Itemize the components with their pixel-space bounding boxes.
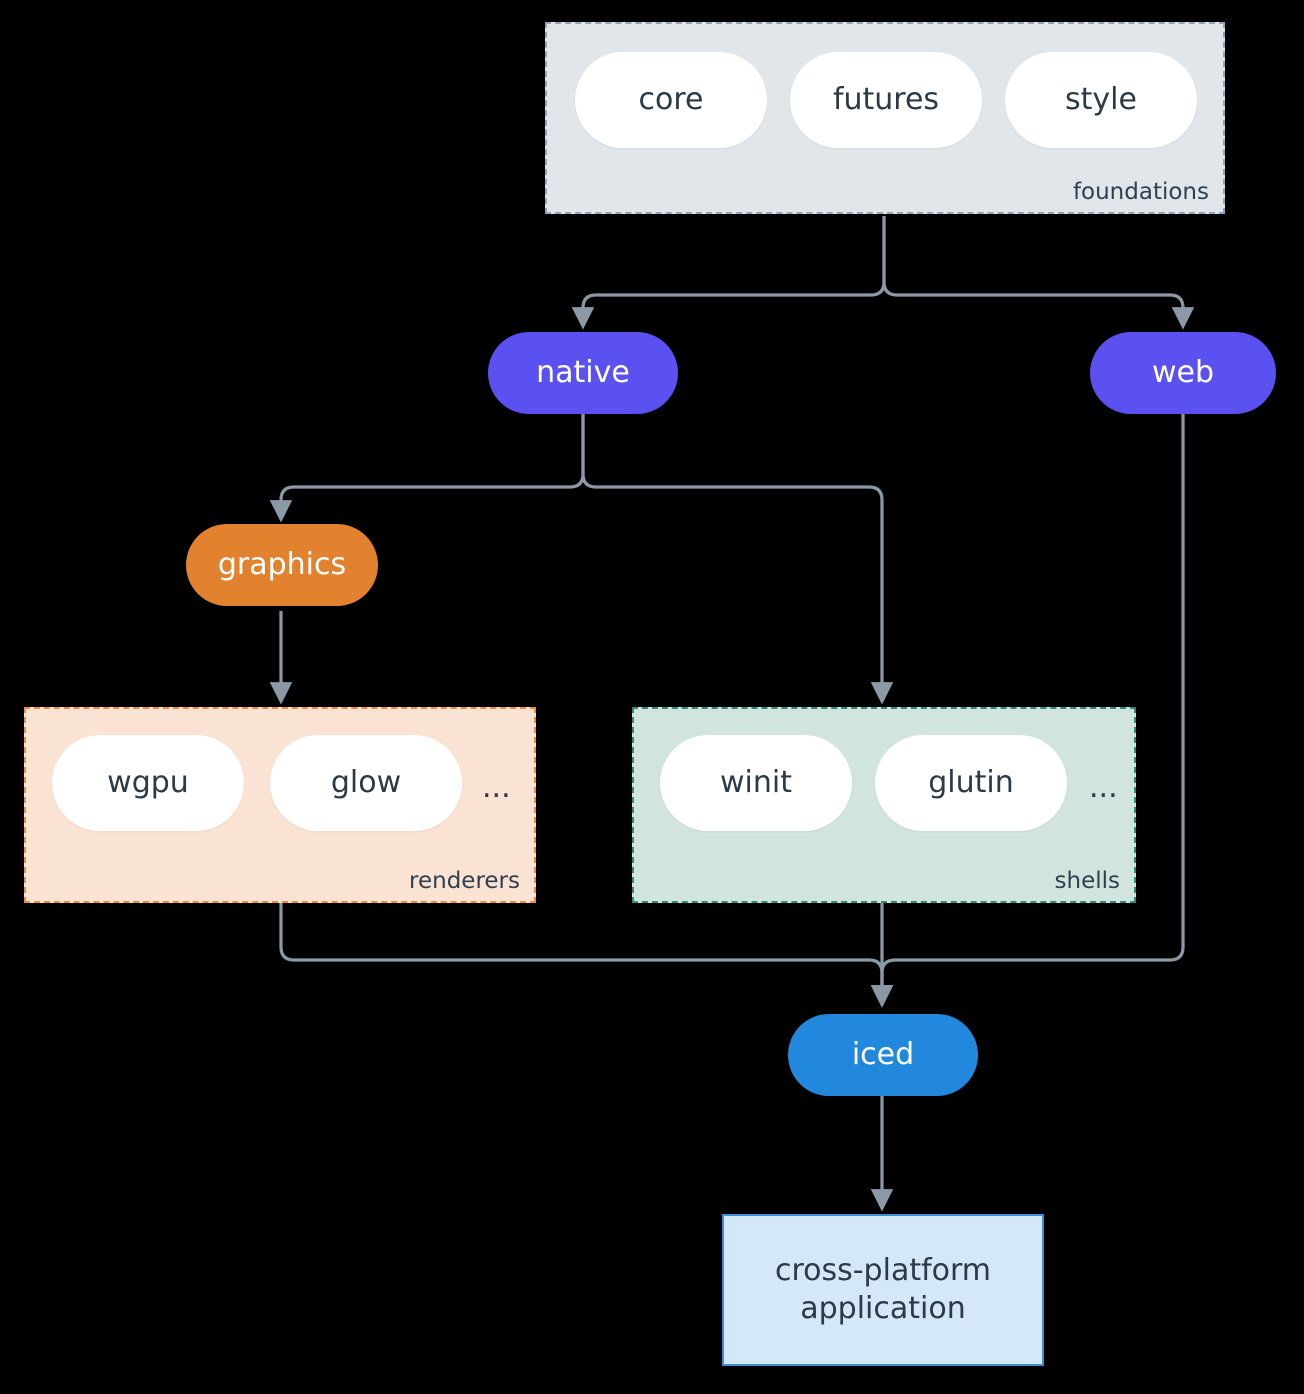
cluster-shells: winit glutin ... shells [632, 707, 1136, 903]
application-line-2: application [800, 1291, 966, 1326]
node-native-label: native [536, 355, 630, 390]
node-native[interactable]: native [488, 332, 678, 414]
edge-native-graphics [269, 414, 585, 523]
node-style[interactable]: style [1005, 52, 1197, 148]
cluster-shells-label: shells [1054, 868, 1120, 894]
node-wgpu-label: wgpu [107, 765, 189, 800]
shells-more-ellipsis: ... [1089, 770, 1118, 805]
edge-foundations-native [571, 216, 886, 330]
node-wgpu[interactable]: wgpu [52, 735, 244, 831]
node-cross-platform-application[interactable]: cross-platform application [722, 1214, 1044, 1366]
node-graphics[interactable]: graphics [186, 524, 378, 606]
node-graphics-label: graphics [217, 547, 347, 582]
node-glow[interactable]: glow [270, 735, 462, 831]
node-futures-label: futures [832, 82, 940, 117]
application-line-1: cross-platform [774, 1252, 992, 1288]
node-web-label: web [1151, 355, 1215, 390]
cluster-renderers: wgpu glow ... renderers [24, 707, 536, 903]
cluster-foundations-label: foundations [1072, 179, 1209, 205]
node-winit-label: winit [720, 765, 792, 800]
node-web[interactable]: web [1090, 332, 1276, 414]
edge-foundations-web [882, 216, 1195, 330]
node-winit[interactable]: winit [660, 735, 852, 831]
node-glow-label: glow [330, 765, 402, 800]
renderers-more-ellipsis: ... [482, 770, 511, 805]
node-style-label: style [1065, 82, 1137, 117]
cluster-foundations: core futures style foundations [545, 22, 1225, 214]
node-futures[interactable]: futures [790, 52, 982, 148]
edge-renderers-iced [279, 903, 894, 1008]
edge-native-shells [581, 414, 894, 705]
node-glutin-label: glutin [928, 765, 1014, 800]
node-core[interactable]: core [575, 52, 767, 148]
node-core-label: core [638, 82, 704, 117]
node-iced-label: iced [851, 1037, 915, 1072]
node-glutin[interactable]: glutin [875, 735, 1067, 831]
node-iced[interactable]: iced [788, 1014, 978, 1096]
cluster-renderers-label: renderers [409, 868, 520, 894]
